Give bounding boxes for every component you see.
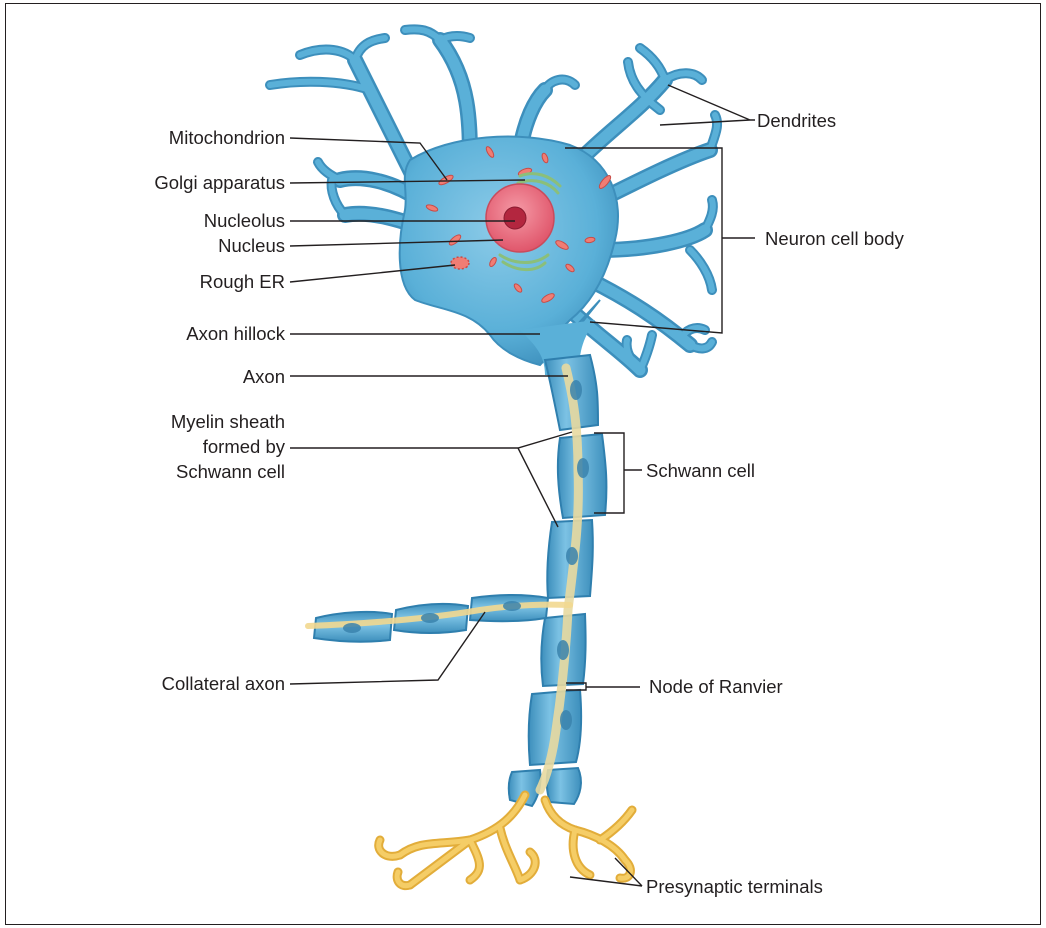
nucleolus: [504, 207, 526, 229]
rough-er: [451, 257, 469, 269]
label-collateral-axon: Collateral axon: [90, 673, 285, 695]
label-nucleus: Nucleus: [90, 235, 285, 257]
label-rough-er: Rough ER: [90, 271, 285, 293]
label-schwann-cell: Schwann cell: [646, 460, 755, 482]
label-presynaptic-terminals: Presynaptic terminals: [646, 876, 823, 898]
label-axon-hillock: Axon hillock: [90, 323, 285, 345]
label-nucleolus: Nucleolus: [90, 210, 285, 232]
label-myelin-sheath: Myelin sheath formed by Schwann cell: [90, 409, 285, 484]
label-dendrites: Dendrites: [757, 110, 836, 132]
label-mitochondrion: Mitochondrion: [90, 127, 285, 149]
label-golgi-apparatus: Golgi apparatus: [90, 172, 285, 194]
label-node-of-ranvier: Node of Ranvier: [649, 676, 783, 698]
label-neuron-cell-body: Neuron cell body: [765, 228, 904, 250]
label-axon: Axon: [90, 366, 285, 388]
